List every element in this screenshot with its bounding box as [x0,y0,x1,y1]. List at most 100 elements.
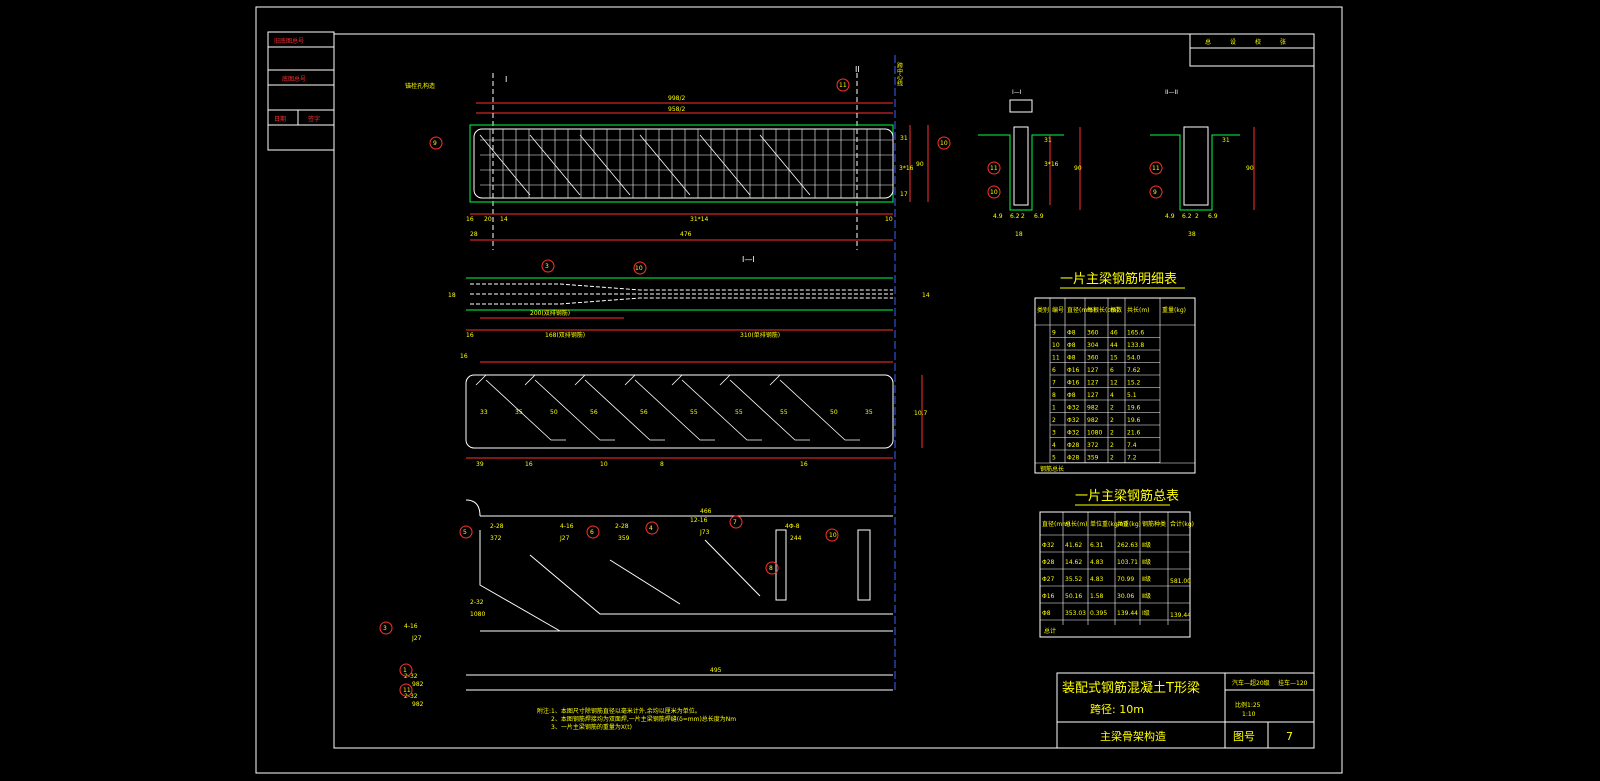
bar-callout-circle-7 [399,663,413,677]
t1-cell-7-3: 2 [1110,417,1114,424]
t2-head-1: 总长(m) [1065,520,1088,528]
title-load1: 汽车—超20级 [1232,679,1270,687]
t2-cell-2-2: 4.83 [1090,576,1104,583]
bent-dim-4: 56 [590,409,598,416]
title-scale2: 1:10 [1242,711,1256,718]
t1-cell-8-0: 3 [1052,430,1056,437]
t1-cell-3-0: 6 [1052,367,1056,374]
bar-callout-3: 7 [733,519,737,526]
sec1-d3: 6.9 [1034,213,1044,220]
plan-d1: 168(双排钢筋) [545,331,585,339]
t1-cell-8-1: Φ32 [1067,430,1080,437]
bar-length-7: 982 [412,681,424,688]
t1-cell-7-4: 19.6 [1127,417,1141,424]
bent-dim-8: 55 [780,409,788,416]
t2-footer: 总计 [1044,627,1056,635]
t1-cell-5-2: 127 [1087,392,1099,399]
t1-cell-4-2: 127 [1087,380,1099,387]
section-mark-II: II [855,65,860,74]
bar-length-4: 244 [790,535,802,542]
t1-cell-8-4: 21.6 [1127,430,1141,437]
section-II-title: II—II [1165,89,1178,96]
bent-bottom-4: 16 [800,461,808,468]
t1-cell-10-3: 2 [1110,455,1114,462]
t1-cell-1-2: 304 [1087,342,1099,349]
rebar-summary-table: 一片主梁钢筋总表 直径(mm)总长(m)单位重(kg/m)共重(kg)钢筋种类合… [1039,488,1194,638]
t2-cell-0-4: Ⅱ级 [1142,541,1151,549]
t2-total-0: 581.00 [1170,578,1191,585]
bar-length-0: 372 [490,535,502,542]
t1-cell-1-0: 10 [1052,342,1060,349]
bar-callout-2: 4 [649,525,653,532]
bar-label-5: 2-32 [470,599,484,606]
t1-cell-5-0: 8 [1052,392,1056,399]
sec1-d2: 2 [1021,213,1025,220]
title-main: 装配式钢筋混凝土T形梁 [1062,680,1200,696]
bar-top-dim: 466 [700,508,712,515]
plan-d5: 14 [922,292,930,299]
t1-cell-10-4: 7.2 [1127,455,1137,462]
t1-cell-5-4: 5.1 [1127,392,1137,399]
callout-3: 3 [545,263,549,270]
t2-cell-3-1: 50.16 [1065,593,1082,600]
t1-cell-6-0: 1 [1052,405,1056,412]
sec1-d4: 31 [1044,137,1052,144]
sec2-d3: 6.9 [1208,213,1218,220]
dim-r2: 17 [900,191,908,198]
t2-cell-0-0: Φ32 [1042,542,1055,549]
t2-cell-0-2: 6.31 [1090,542,1104,549]
top-right-stamp: 总 设 校 张 [1189,33,1315,67]
t1-cell-0-1: Φ8 [1067,330,1076,337]
sec1-c0: 11 [990,165,998,172]
t2-cell-2-4: Ⅱ级 [1142,575,1151,583]
t1-head-2: 直径(mm) [1067,306,1095,314]
sec1-h: 90 [1074,165,1082,172]
callout-10: 10 [940,140,948,147]
title-block: 装配式钢筋混凝土T形梁 跨径: 10m 主梁骨架构造 汽车—超20级 挂车—12… [1056,672,1315,749]
dim-r0: 31 [900,135,908,142]
callout-9: 9 [433,140,437,147]
bent-bottom-1: 16 [525,461,533,468]
t2-cell-2-3: 70.99 [1117,576,1134,583]
bar-label-8: 2-32 [404,693,418,700]
bar-callout-circle-4 [825,528,839,542]
t1-cell-0-4: 165.6 [1127,330,1144,337]
t1-cell-9-4: 7.4 [1127,442,1137,449]
sec2-d1: 6.2 [1182,213,1192,220]
bent-bottom-3: 8 [660,461,664,468]
callout-11: 11 [839,82,847,89]
bar-label-6: 4-16 [404,623,418,630]
t1-head-3: 每根长(cm) [1087,306,1119,314]
dim-b6: 476 [680,231,692,238]
note-3: 3、一片主梁钢筋的重量为X(t) [551,723,632,731]
t2-cell-4-2: 0.395 [1090,610,1107,617]
t2-head-4: 钢筋种类 [1142,520,1166,528]
t1-cell-0-2: 360 [1087,330,1099,337]
t2-cell-0-3: 262.63 [1117,542,1138,549]
t1-cell-4-3: 12 [1110,380,1118,387]
t2-cell-4-3: 139.44 [1117,610,1138,617]
bar-callout-circle-2 [645,521,659,535]
bent-dim-2: 35 [515,409,523,416]
t1-cell-10-1: Φ28 [1067,455,1080,462]
bar-label-7: 2-32 [404,673,418,680]
t1-cell-3-4: 7.62 [1127,367,1141,374]
plan-d3: 200(双排钢筋) [530,309,570,317]
t1-cell-9-3: 2 [1110,442,1114,449]
t1-cell-7-0: 2 [1052,417,1056,424]
callout-10b: 10 [635,265,643,272]
sec2-d0: 4.9 [1165,213,1175,220]
t2-cell-3-0: Φ16 [1042,593,1055,600]
bar-label-4: 4Φ-8 [785,523,800,530]
note-1: 附注:1、本图尺寸除钢筋直径以毫米计外,余均以厘米为单位。 [537,707,701,715]
bar-label-3: 12-16 [690,517,708,524]
dim-b0: 16 [466,216,474,223]
t2-cell-3-4: Ⅱ级 [1142,592,1151,600]
sec2-d2: 2 [1195,213,1199,220]
bar-callout-4: 10 [829,532,837,539]
anchor-label: 锚栓孔构造 [405,82,435,90]
bar-callout-0: 5 [463,529,467,536]
sec2-h: 90 [1246,165,1254,172]
title-dwg-no: 7 [1286,730,1293,743]
